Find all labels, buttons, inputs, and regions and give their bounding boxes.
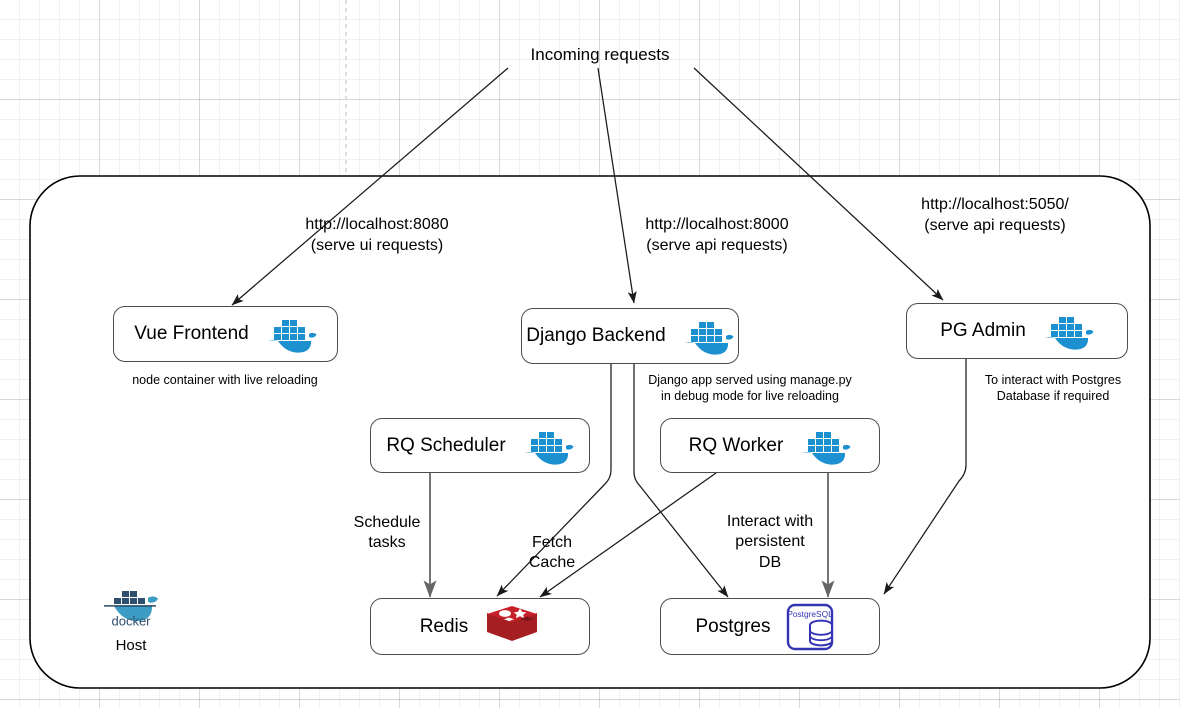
service-label-pg-admin: PG Admin [940,320,1026,341]
service-caption-vue-frontend: node container with live reloading [132,373,318,387]
edge-label-persistent-db: Interact with persistent DB [727,512,813,573]
docker-logo-icon [799,426,851,466]
service-box-vue-frontend[interactable]: Vue Frontend [113,306,338,362]
postgresql-logo-icon: PostgreSQL [786,603,844,651]
edge-label-schedule-tasks: Schedule tasks [354,513,421,554]
service-box-django-backend[interactable]: Django Backend [521,308,739,364]
url-purpose-pgadmin: (serve api requests) [924,216,1066,234]
url-text-vue: http://localhost:8080 [305,216,449,233]
service-caption-django-backend: Django app served using manage.py in deb… [648,373,852,403]
url-label-pgadmin: http://localhost:5050/ (serve api request… [921,195,1069,237]
edge-label-fetch-cache: Fetch Cache [529,533,575,574]
arrow-django-to-postgres [633,362,729,598]
url-purpose-vue: (serve ui requests) [310,236,444,254]
docker-logo-icon [682,316,734,356]
service-box-pg-admin[interactable]: PG Admin [906,303,1128,359]
docker-host-boundary [29,175,1151,689]
arrow-django-to-redis [496,362,612,597]
service-box-rq-worker[interactable]: RQ Worker [660,418,880,473]
docker-host-logo-icon: docker [100,585,162,631]
service-label-vue-frontend: Vue Frontend [134,323,249,344]
svg-text:PostgreSQL: PostgreSQL [788,609,834,619]
service-label-django-backend: Django Backend [526,325,666,346]
docker-logo-icon [522,426,574,466]
edge-label-fetch-cache-line1: Fetch Cache [528,534,576,572]
service-caption-pg-admin: To interact with Postgres Database if re… [984,373,1122,403]
redis-logo-icon [484,603,540,651]
docker-wordmark: docker [111,614,151,629]
arrow-incoming-to-pgadmin [693,67,944,301]
url-text-pgadmin: http://localhost:5050/ [921,196,1069,213]
arrow-worker-to-redis [539,472,717,598]
url-purpose-django: (serve api requests) [646,236,788,254]
service-box-redis[interactable]: Redis [370,598,590,655]
url-text-django: http://localhost:8000 [645,216,789,233]
edge-label-persistent-db-line1: Interact with persistent DB [726,513,814,571]
docker-logo-icon [1042,311,1094,351]
arrow-pgadmin-to-postgres [883,358,967,595]
url-label-django: http://localhost:8000 (serve api requests… [645,215,788,257]
host-label: Host [115,637,147,654]
service-label-postgres: Postgres [695,615,771,637]
docker-logo-icon [265,314,317,354]
service-box-rq-scheduler[interactable]: RQ Scheduler [370,418,590,473]
url-label-vue: http://localhost:8080 (serve ui requests) [305,215,448,257]
arrow-incoming-to-vue [231,67,509,306]
service-label-rq-scheduler: RQ Scheduler [386,434,506,456]
service-box-postgres[interactable]: Postgres PostgreSQL [660,598,880,655]
service-label-redis: Redis [419,615,469,637]
service-label-rq-worker: RQ Worker [688,434,784,456]
edge-label-schedule-tasks-line1: Schedule tasks [353,514,421,552]
page-title: Incoming requests [530,45,670,64]
arrow-incoming-to-django [597,67,637,304]
